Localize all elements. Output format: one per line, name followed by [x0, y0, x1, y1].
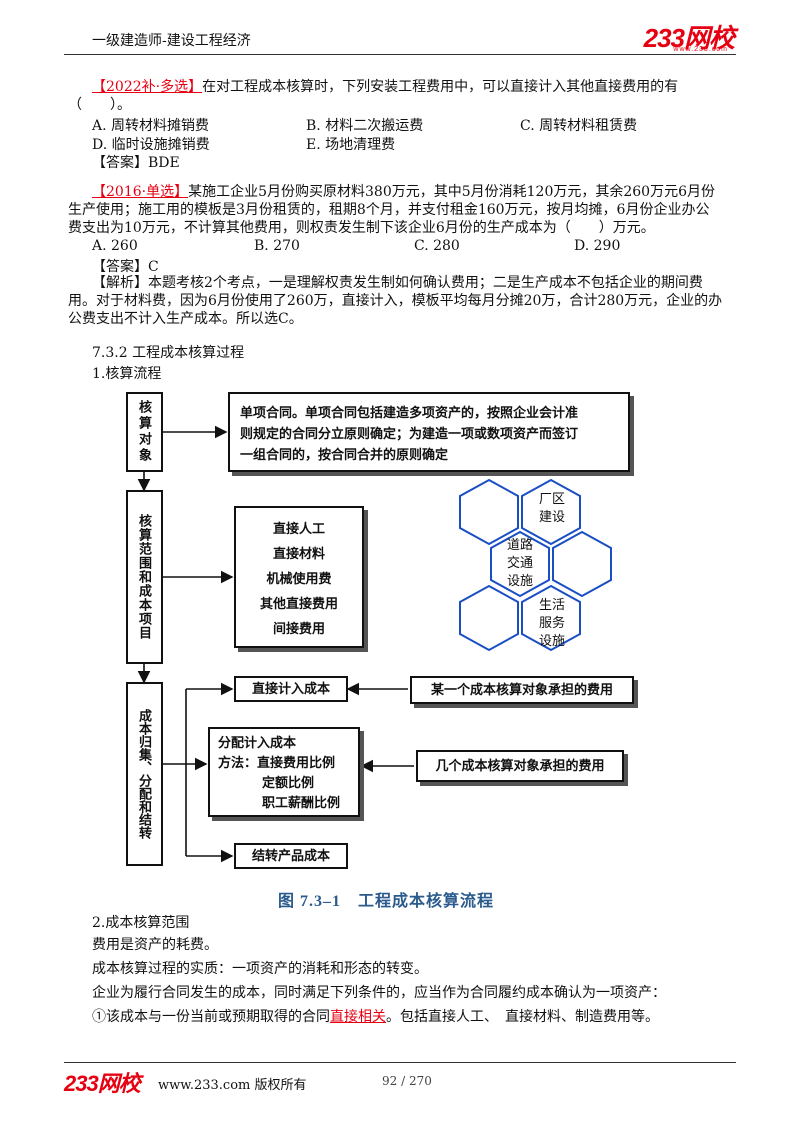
item-indirect: 间接费用: [272, 621, 325, 636]
scope-p2: 成本核算过程的实质：一项资产的消耗和形态的转变。: [92, 961, 428, 977]
brand-logo[interactable]: 233网校: [643, 23, 735, 53]
figure-caption: 图 7.3–1 工程成本核算流程: [278, 893, 495, 910]
cost-items-box: 直接人工 直接材料 机械使用费 其他直接费用 间接费用: [234, 506, 364, 648]
item-other-direct: 其他直接费用: [259, 596, 338, 611]
direct-cost-box: 直接计入成本: [234, 676, 348, 702]
page-number: 92 / 270: [382, 1074, 432, 1088]
q2-stem-line1: 【2016·单选】某施工企业5月份购买原材料380万元，其中5月份消耗120万元…: [92, 183, 715, 201]
hexagon-cluster: [459, 478, 612, 652]
header-divider: [64, 54, 736, 55]
scope-p4-highlight: 直接相关: [330, 1009, 386, 1025]
q2-analysis1: 【解析】本题考核2个考点，一是理解权责发生制如何确认费用；二是生产成本不包括企业…: [92, 275, 703, 291]
flow-step-object: 核算对象: [126, 392, 163, 472]
q1-stem1: 在对工程成本核算时，下列安装工程费用中，可以直接计入其他直接费用的有: [202, 79, 679, 95]
q2-analysis2: 用。对于材料费，因为6月份使用了260万，直接计入，模板平均每月分摊20万，合计…: [68, 293, 723, 309]
scope-p4-c: 。包括直接人工、 直接材料、制造费用等。: [386, 1009, 659, 1025]
q1-stem-line1: 【2022补·多选】在对工程成本核算时，下列安装工程费用中，可以直接计入其他直接…: [92, 78, 678, 96]
q2-tag: 【2016·单选】: [92, 184, 189, 200]
q1-answer: 【答案】BDE: [92, 155, 180, 171]
q2-option-d: D. 290: [574, 238, 621, 254]
q1-tag: 【2022补·多选】: [92, 79, 203, 95]
allocated-source-box: 几个成本核算对象承担的费用: [416, 750, 624, 782]
hex-label-living: 生活服务设施: [538, 597, 565, 648]
hex-label-road: 道路交通设施: [506, 537, 533, 588]
flow-step-collect: 成本归集、分配和结转: [126, 682, 163, 866]
hexagon: [521, 478, 581, 546]
hex-label-factory: 厂区建设: [538, 491, 565, 524]
section-sub1: 1.核算流程: [92, 366, 162, 382]
brand-logo-url: www.233.com: [673, 46, 728, 53]
q2-stem2: 生产使用；施工用的模板是3月份租赁的，租期8个月，并支付租金160万元，按月均摊…: [68, 202, 710, 218]
hexagon: [552, 530, 612, 598]
item-direct-material: 直接材料: [272, 546, 325, 561]
flow-connectors: [137, 425, 612, 863]
q2-option-a: A. 260: [92, 238, 138, 254]
item-direct-labor: 直接人工: [272, 521, 325, 536]
q2-answer: 【答案】C: [92, 259, 159, 275]
cost-object-box: 单项合同。单项合同包括建造多项资产的，按照企业会计准 则规定的合同分立原则确定；…: [228, 392, 630, 472]
item-machine-cost: 机械使用费: [266, 571, 332, 586]
q2-option-b: B. 270: [254, 238, 300, 254]
footer-url[interactable]: www.233.com 版权所有: [158, 1078, 307, 1093]
transfer-cost-box: 结转产品成本: [234, 843, 348, 869]
scope-heading: 2.成本核算范围: [92, 915, 190, 931]
object-line1: 单项合同。单项合同包括建造多项资产的，按照企业会计准: [240, 405, 579, 420]
q1-option-d: D. 临时设施摊销费: [92, 137, 210, 153]
q1-option-a: A. 周转材料摊销费: [92, 118, 210, 134]
scope-p4-a: ①该成本与一份当前或预期取得的合同: [92, 1009, 330, 1025]
hexagon: [459, 478, 519, 546]
q2-analysis3: 公费支出不计入生产成本。所以选C。: [68, 311, 303, 327]
hexagon: [521, 584, 581, 652]
q2-stem3: 费支出为10万元，不计算其他费用，则权责发生制下该企业6月份的生产成本为（ ）万…: [68, 220, 655, 236]
scope-p4: ①该成本与一份当前或预期取得的合同直接相关。包括直接人工、 直接材料、制造费用等…: [92, 1008, 659, 1026]
alloc-title: 分配计入成本: [218, 735, 297, 750]
hexagon: [490, 530, 550, 598]
object-line2: 则规定的合同分立原则确定；为建造一项或数项资产而签订: [240, 426, 579, 441]
scope-p3: 企业为履行合同发生的成本，同时满足下列条件的，应当作为合同履约成本确认为一项资产…: [92, 985, 666, 1001]
footer-logo[interactable]: 233网校: [64, 1071, 141, 1096]
footer-divider: [64, 1062, 736, 1063]
alloc-method-salary: 职工薪酬比例: [262, 795, 341, 810]
q1-option-e: E. 场地清理费: [306, 137, 396, 153]
q2-option-c: C. 280: [414, 238, 460, 254]
allocated-cost-box: 分配计入成本 方法：直接费用比例 定额比例 职工薪酬比例: [208, 727, 360, 817]
q1-stem2: （ ）。: [68, 97, 131, 113]
alloc-method: 方法：直接费用比例: [218, 755, 336, 770]
hexagon: [459, 584, 519, 652]
q2-stem1: 某施工企业5月份购买原材料380万元，其中5月份消耗120万元，其余260万元6…: [188, 184, 715, 200]
direct-source-box: 某一个成本核算对象承担的费用: [410, 676, 634, 704]
q1-option-b: B. 材料二次搬运费: [306, 118, 424, 134]
section-heading: 7.3.2 工程成本核算过程: [92, 345, 245, 361]
header-title: 一级建造师-建设工程经济: [92, 33, 251, 49]
scope-p1: 费用是资产的耗费。: [92, 937, 218, 953]
q1-option-c: C. 周转材料租赁费: [520, 118, 638, 134]
alloc-method-quota: 定额比例: [262, 775, 315, 790]
flow-step-scope: 核算范围和成本项目: [126, 490, 163, 664]
object-line3: 一组合同的，按合同合并的原则确定: [240, 447, 449, 462]
